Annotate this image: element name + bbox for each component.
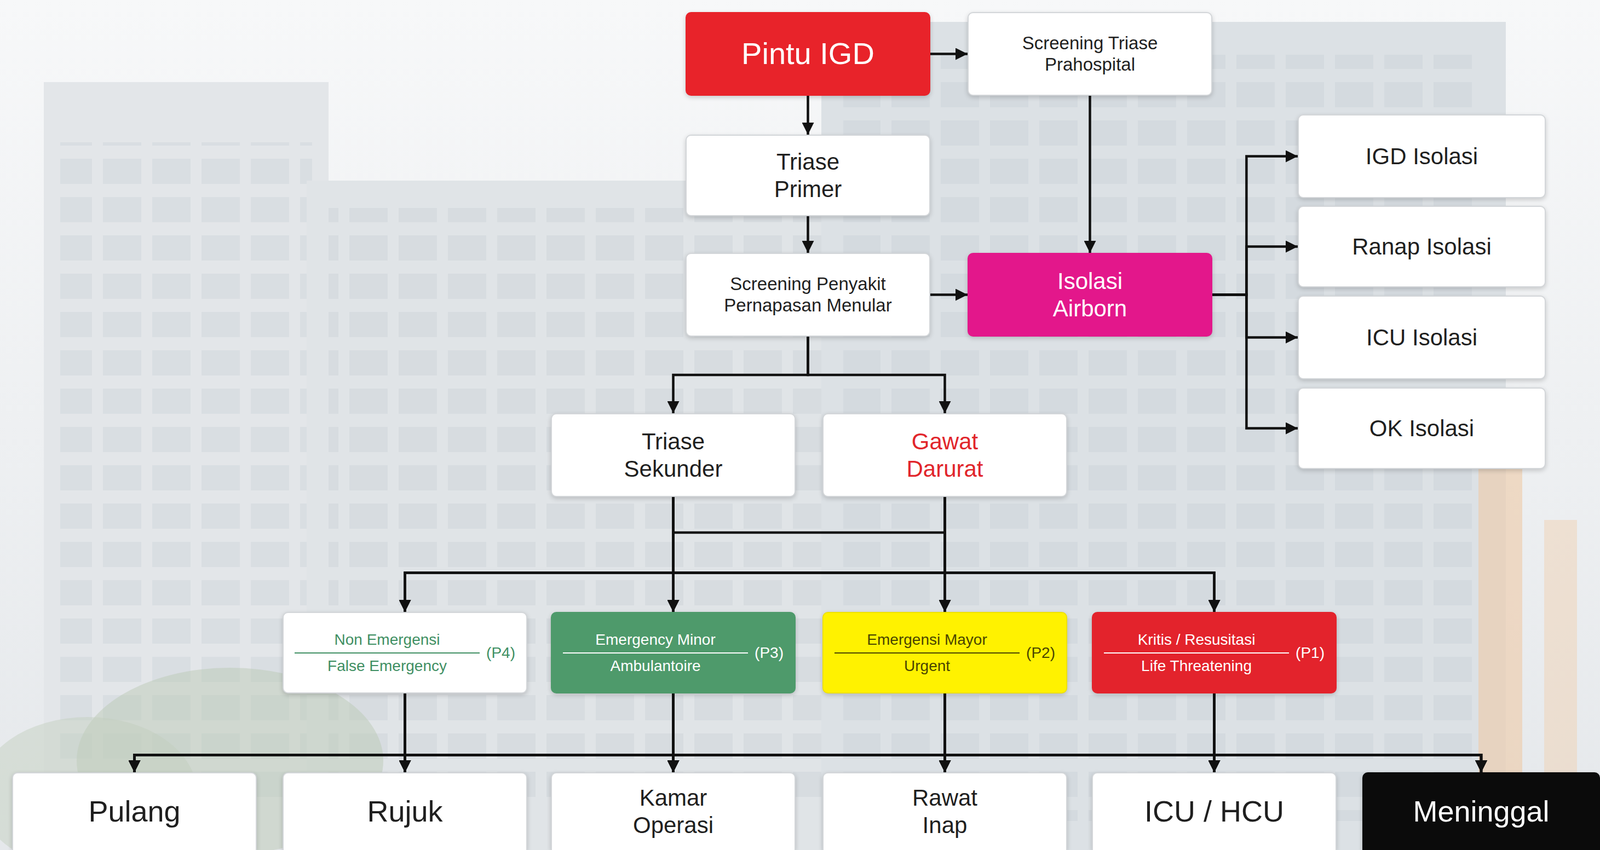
priority-code: (P4) (486, 643, 516, 663)
isolation-box: IGD Isolasi (1297, 114, 1546, 199)
node-label: Isolasi Airborn (1037, 267, 1143, 322)
node-label: Pintu IGD (741, 35, 875, 72)
node-label: Ranap Isolasi (1351, 233, 1492, 261)
node-label: Gawat Darurat (891, 428, 998, 483)
isolation-box: OK Isolasi (1297, 387, 1546, 470)
process-box: Gawat Darurat (822, 413, 1068, 498)
process-box: Screening Triase Prahospital (967, 12, 1213, 96)
node-label: ICU / HCU (1144, 794, 1285, 830)
connector-arrow (945, 693, 1215, 773)
connector-arrow (673, 497, 946, 613)
connector-arrow (808, 336, 946, 414)
connectors (134, 54, 1482, 774)
outcome-box: Rujuk (282, 772, 528, 850)
node-label: Kritis / Resusitasi (1103, 630, 1289, 654)
node-label: Triase Primer (759, 148, 856, 203)
connector-arrow (945, 693, 1482, 773)
outcome-box: ICU / HCU (1091, 772, 1337, 850)
node-label: Rawat Inap (896, 784, 993, 839)
connector-arrow (405, 693, 946, 773)
connector-arrow (405, 693, 1215, 773)
node-label: Screening Triase Prahospital (978, 32, 1202, 76)
priority-code: (P3) (754, 643, 784, 663)
connector-arrow (673, 693, 946, 773)
node-label: Triase Sekunder (616, 428, 732, 483)
isolation-box: Isolasi Airborn (967, 252, 1213, 337)
connector-arrow (673, 693, 946, 773)
connector-arrow (1212, 295, 1298, 429)
node-label: Rujuk (366, 794, 443, 830)
node-label: Non Emergensi (294, 630, 480, 654)
connector-arrow (930, 293, 968, 297)
priority-box: Non EmergensiFalse Emergency (P4) (282, 612, 528, 694)
node-label: Emergensi Mayor (834, 630, 1020, 654)
priority-labels: Emergency MinorAmbulantoire (562, 630, 748, 675)
process-box: Screening Penyakit Pernapasan Menular (685, 252, 931, 337)
outcome-box: Rawat Inap (822, 772, 1068, 850)
connector-arrow (673, 336, 809, 414)
connector-arrow (673, 497, 1215, 613)
connector-arrow (405, 497, 674, 613)
node-label: Meninggal (1412, 794, 1550, 830)
connector-arrow (673, 497, 946, 613)
node-label: ICU Isolasi (1366, 324, 1478, 352)
priority-box: Emergency MinorAmbulantoire (P3) (550, 612, 796, 694)
connector-arrow (945, 497, 1215, 613)
priority-labels: Kritis / ResusitasiLife Threatening (1103, 630, 1289, 675)
priority-box: Kritis / ResusitasiLife Threatening (P1) (1091, 612, 1337, 694)
connector-arrow (134, 693, 406, 773)
priority-box: Emergensi MayorUrgent (P2) (822, 612, 1068, 694)
isolation-box: Ranap Isolasi (1297, 205, 1546, 288)
connector-arrow (673, 693, 1215, 773)
connector-arrow (405, 693, 674, 773)
connector-arrow (405, 693, 674, 773)
connector-arrow (673, 693, 1482, 773)
process-box: Triase Primer (685, 134, 931, 217)
node-label: Emergency Minor (562, 630, 748, 654)
connector-arrow (930, 52, 968, 56)
connector-arrow (1212, 246, 1298, 296)
node-label: Urgent (834, 657, 1020, 676)
process-box: Triase Sekunder (550, 413, 796, 498)
connector-arrow (405, 693, 1215, 773)
outcome-box: Pulang (12, 772, 257, 850)
isolation-box: ICU Isolasi (1297, 295, 1546, 380)
node-label: Screening Penyakit Pernapasan Menular (696, 273, 920, 317)
connector-arrow (134, 693, 946, 773)
entry-box: Pintu IGD (685, 12, 931, 96)
connector-arrow (806, 216, 810, 253)
connector-arrow (134, 693, 1215, 773)
connector-arrow (806, 95, 810, 135)
node-label: Kamar Operasi (621, 784, 725, 839)
node-label: IGD Isolasi (1365, 142, 1478, 171)
connector-arrow (405, 497, 946, 613)
priority-labels: Non EmergensiFalse Emergency (294, 630, 480, 675)
node-label: False Emergency (294, 657, 480, 676)
node-label: Ambulantoire (562, 657, 748, 676)
connector-arrow (1214, 693, 1482, 773)
connector-arrow (1212, 156, 1298, 296)
priority-labels: Emergensi MayorUrgent (834, 630, 1020, 675)
connector-arrow (1088, 95, 1092, 253)
node-label: Pulang (88, 794, 181, 830)
connector-arrow (1212, 295, 1298, 338)
priority-code: (P2) (1026, 643, 1056, 663)
node-label: OK Isolasi (1369, 415, 1475, 443)
connector-arrow (405, 693, 1482, 773)
connector-arrow (405, 693, 946, 773)
outcome-box: Kamar Operasi (550, 772, 796, 850)
node-label: Life Threatening (1103, 657, 1289, 676)
connector-arrow (945, 693, 1215, 773)
outcome-box: Meninggal (1362, 772, 1600, 850)
priority-code: (P1) (1295, 643, 1325, 663)
merge-line (673, 531, 946, 535)
